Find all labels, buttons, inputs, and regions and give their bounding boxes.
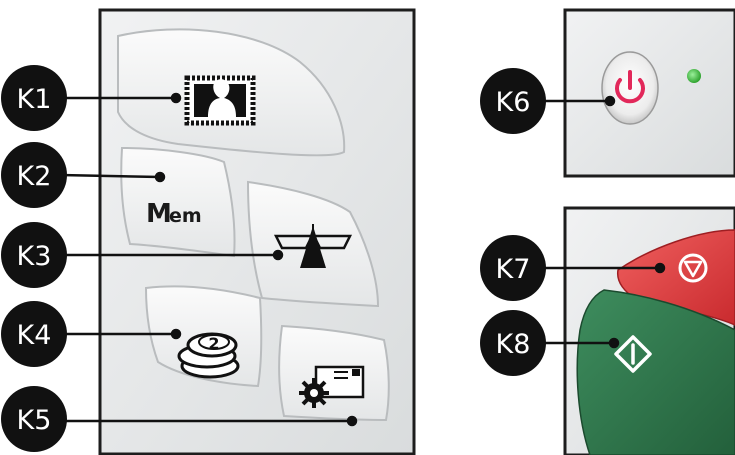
memory-key-suffix: em xyxy=(169,205,202,227)
callout-label-K8: K8 xyxy=(496,329,531,360)
callout-K8: K8 xyxy=(480,310,546,376)
callout-K2: K2 xyxy=(1,142,67,208)
start-button[interactable] xyxy=(576,289,735,455)
callout-label-K4: K4 xyxy=(17,320,52,351)
callout-label-K1: K1 xyxy=(17,84,52,115)
callout-K7: K7 xyxy=(480,235,546,301)
callout-label-K6: K6 xyxy=(496,87,531,118)
mem-text-icon: M em xyxy=(146,199,202,229)
status-led xyxy=(687,69,701,83)
settings-key[interactable] xyxy=(278,324,390,422)
callout-K4: K4 xyxy=(1,301,67,367)
memory-key[interactable]: M em xyxy=(120,146,236,258)
callout-lines xyxy=(59,92,666,427)
stamp-portrait-icon xyxy=(184,75,256,126)
coin-stack-icon: 2 xyxy=(177,332,240,379)
memory-key-prefix: M xyxy=(146,199,172,229)
callout-K5: K5 xyxy=(1,386,67,452)
coins-key[interactable]: 2 xyxy=(144,285,263,388)
coin-value-label: 2 xyxy=(208,334,219,353)
balance-scale-icon xyxy=(273,224,353,268)
power-icon xyxy=(615,70,645,104)
callout-label-K7: K7 xyxy=(496,254,531,285)
stamp-key[interactable] xyxy=(117,28,346,157)
callout-K3: K3 xyxy=(1,222,67,288)
scale-key[interactable] xyxy=(246,180,380,308)
callout-label-K2: K2 xyxy=(17,161,52,192)
callout-label-K3: K3 xyxy=(17,241,52,272)
power-button[interactable] xyxy=(601,51,659,125)
gear-envelope-icon xyxy=(299,365,365,408)
start-diamond-icon xyxy=(614,335,652,373)
callout-K1: K1 xyxy=(1,65,67,131)
power-panel xyxy=(563,8,735,178)
callout-label-K5: K5 xyxy=(17,405,52,436)
callout-K6: K6 xyxy=(480,68,546,134)
keypad-panel: M em 2 xyxy=(98,8,416,455)
start-stop-panel xyxy=(563,206,735,455)
stop-icon xyxy=(678,253,708,283)
